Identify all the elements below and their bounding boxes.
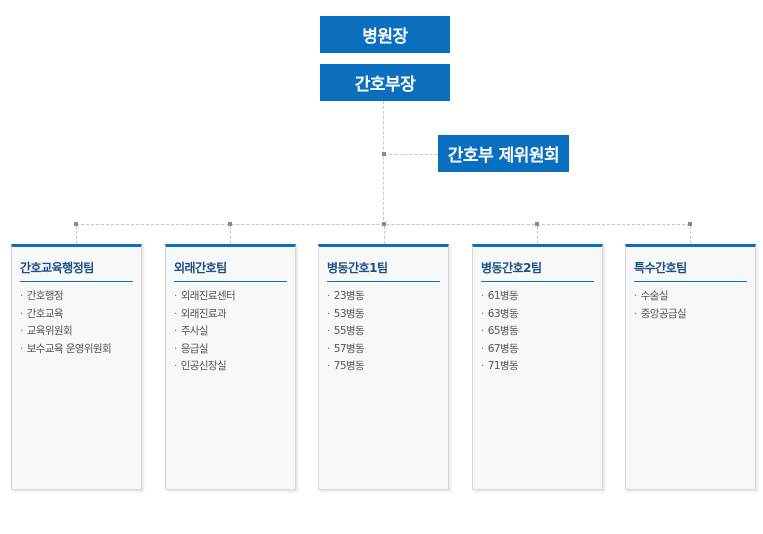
committee-box: 간호부 제위원회 xyxy=(438,135,569,172)
list-item: 23병동 xyxy=(327,288,448,306)
team-panel-ward-2: 병동간호2팀 61병동 63병동 65병동 67병동 71병동 xyxy=(472,244,603,490)
list-item: 외래진료센터 xyxy=(174,288,295,306)
team-item-list: 수술실 중앙공급실 xyxy=(634,288,755,323)
list-item: 주사실 xyxy=(174,323,295,341)
committee-junction-dot xyxy=(382,152,386,156)
team-title: 간호교육행정팀 xyxy=(20,259,133,282)
team-title: 병동간호1팀 xyxy=(327,259,440,282)
team-junction-dot xyxy=(382,222,386,226)
team-drop-connector xyxy=(230,226,231,244)
list-item: 보수교육 운영위원회 xyxy=(20,341,141,359)
list-item: 외래진료과 xyxy=(174,306,295,324)
team-junction-dot xyxy=(688,222,692,226)
team-item-list: 외래진료센터 외래진료과 주사실 응급실 인공신장실 xyxy=(174,288,295,376)
list-item: 75병동 xyxy=(327,358,448,376)
team-panel-special-nursing: 특수간호팀 수술실 중앙공급실 xyxy=(625,244,756,490)
list-item: 간호행정 xyxy=(20,288,141,306)
committee-connector xyxy=(384,154,438,155)
team-panel-ward-1: 병동간호1팀 23병동 53병동 55병동 57병동 75병동 xyxy=(318,244,449,490)
list-item: 57병동 xyxy=(327,341,448,359)
list-item: 65병동 xyxy=(481,323,602,341)
team-panel-nursing-education-admin: 간호교육행정팀 간호행정 간호교육 교육위원회 보수교육 운영위원회 xyxy=(11,244,142,490)
list-item: 중앙공급실 xyxy=(634,306,755,324)
list-item: 55병동 xyxy=(327,323,448,341)
list-item: 63병동 xyxy=(481,306,602,324)
list-item: 간호교육 xyxy=(20,306,141,324)
list-item: 53병동 xyxy=(327,306,448,324)
list-item: 71병동 xyxy=(481,358,602,376)
team-junction-dot xyxy=(228,222,232,226)
list-item: 67병동 xyxy=(481,341,602,359)
team-drop-connector xyxy=(537,226,538,244)
list-item: 61병동 xyxy=(481,288,602,306)
team-title: 외래간호팀 xyxy=(174,259,287,282)
list-item: 교육위원회 xyxy=(20,323,141,341)
nursing-head-box: 간호부장 xyxy=(320,64,450,101)
team-drop-connector xyxy=(690,226,691,244)
team-drop-connector xyxy=(384,226,385,244)
team-junction-dot xyxy=(535,222,539,226)
team-title: 병동간호2팀 xyxy=(481,259,594,282)
director-box: 병원장 xyxy=(320,16,450,53)
list-item: 인공신장실 xyxy=(174,358,295,376)
team-item-list: 간호행정 간호교육 교육위원회 보수교육 운영위원회 xyxy=(20,288,141,358)
team-panel-outpatient: 외래간호팀 외래진료센터 외래진료과 주사실 응급실 인공신장실 xyxy=(165,244,296,490)
team-item-list: 23병동 53병동 55병동 57병동 75병동 xyxy=(327,288,448,376)
list-item: 수술실 xyxy=(634,288,755,306)
team-item-list: 61병동 63병동 65병동 67병동 71병동 xyxy=(481,288,602,376)
trunk-connector xyxy=(383,101,384,225)
team-title: 특수간호팀 xyxy=(634,259,747,282)
team-junction-dot xyxy=(74,222,78,226)
team-drop-connector xyxy=(76,226,77,244)
list-item: 응급실 xyxy=(174,341,295,359)
